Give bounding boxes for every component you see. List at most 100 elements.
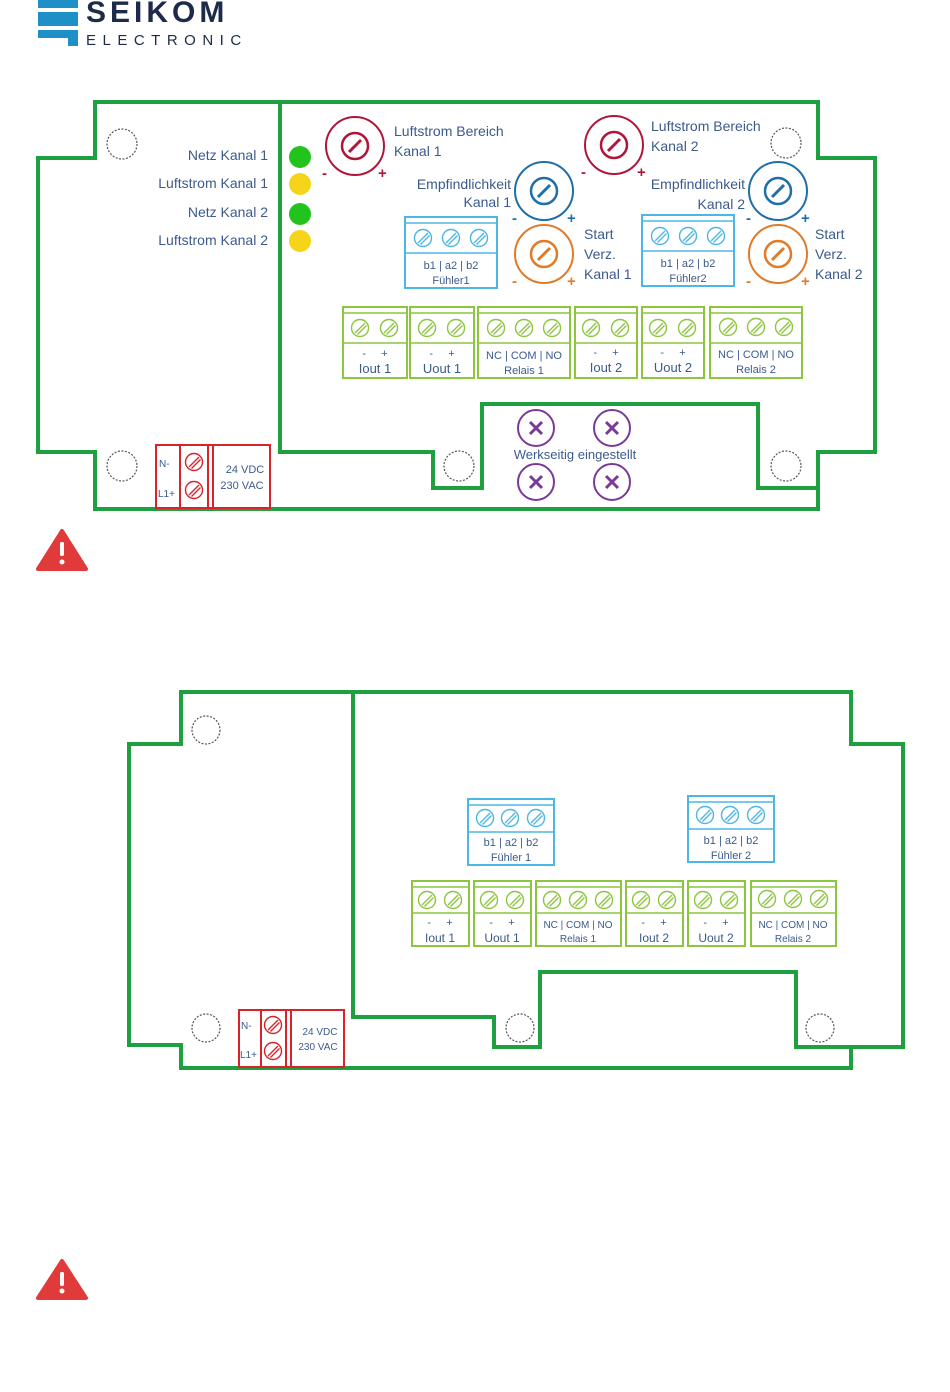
- terminal-screw: [581, 318, 601, 338]
- terminal-name-label: Relais 2: [775, 934, 812, 945]
- pot-label: Luftstrom Bereich: [394, 123, 504, 139]
- terminal-pins-label: NC | COM | NO: [543, 920, 612, 931]
- terminal-name-label: Uout 2: [654, 360, 692, 375]
- terminal-name-label: Iout 2: [590, 360, 623, 375]
- terminal-screw: [757, 889, 777, 909]
- terminal-screw: [719, 890, 739, 910]
- pot-minus-label: -: [512, 210, 517, 227]
- terminal-relais-2: NC | COM | NO Relais 2: [750, 880, 837, 947]
- pot-minus-label: -: [512, 273, 517, 290]
- led-list: Netz Kanal 1 Luftstrom Kanal 1 Netz Kana…: [158, 146, 311, 252]
- terminal-name-label: Relais 1: [504, 365, 544, 377]
- terminal-screw: [542, 318, 562, 338]
- pot-luftstrom-kanal-2: - + Luftstrom Bereich Kanal 2: [581, 115, 761, 181]
- terminal-screw: [809, 889, 829, 909]
- sensor-name-label: Fühler2: [669, 273, 706, 285]
- sensor-name-label: Fühler 1: [491, 852, 531, 864]
- terminal-screw: [746, 317, 766, 337]
- terminal-screw: [350, 318, 370, 338]
- sensor-block-fuehler-1: b1 | a2 | b2 Fühler1: [404, 216, 498, 289]
- terminal-uout-2: - + Uout 2: [641, 306, 705, 379]
- terminal-screw: [677, 318, 697, 338]
- warning-icon: [36, 1259, 88, 1300]
- terminal-uout-1: - + Uout 1: [409, 306, 475, 379]
- board-outline: [127, 690, 905, 1070]
- terminal-screw: [417, 890, 437, 910]
- terminal-screw: [720, 805, 740, 825]
- terminal-pins-label: NC | COM | NO: [718, 349, 794, 361]
- terminal-screw: [783, 889, 803, 909]
- factory-set-screws: Werkseitig eingestellt: [514, 409, 637, 501]
- seikom-logo: SEIKOM ELECTRONIC: [38, 0, 241, 49]
- power-n-label: N-: [159, 459, 170, 470]
- led-luftstrom-kanal-1: [289, 173, 311, 195]
- pot-plus-label: +: [567, 273, 576, 290]
- terminal-screw: [441, 228, 461, 248]
- sensor-block-fuehler-1: b1 | a2 | b2 Fühler 1: [467, 798, 555, 866]
- terminal-screw: [648, 318, 668, 338]
- terminal-iout-1: - + Iout 1: [411, 880, 470, 947]
- terminal-name-label: Relais 2: [736, 364, 776, 376]
- pot-label: Kanal 2: [698, 196, 746, 212]
- terminal-screw: [500, 808, 520, 828]
- factory-screw: [517, 409, 555, 447]
- led-label: Netz Kanal 1: [188, 147, 268, 163]
- terminal-screw: [184, 480, 204, 500]
- terminal-uout-1: - + Uout 1: [473, 880, 532, 947]
- sensor-block-fuehler-2: b1 | a2 | b2 Fühler 2: [687, 795, 775, 863]
- terminal-name-label: Uout 1: [484, 931, 520, 945]
- logo-brand-top: SEIKOM: [86, 0, 228, 29]
- power-voltage-label: 24 VDC: [226, 464, 265, 476]
- terminal-iout-1: - + Iout 1: [342, 306, 408, 379]
- terminal-pins-label: - +: [489, 917, 514, 929]
- board-outline: [36, 100, 877, 511]
- terminal-iout-2: - + Iout 2: [625, 880, 684, 947]
- terminal-screw: [526, 808, 546, 828]
- pot-empfindlichkeit-kanal-2: - + Empfindlichkeit Kanal 2: [651, 161, 810, 227]
- power-voltage-label: 24 VDC: [302, 1027, 337, 1038]
- power-voltage-label: 230 VAC: [220, 480, 263, 492]
- board-inner-panel: [278, 104, 816, 490]
- terminal-screw: [475, 808, 495, 828]
- terminal-screw: [706, 226, 726, 246]
- terminal-screw: [505, 890, 525, 910]
- terminal-screw: [443, 890, 463, 910]
- mounting-hole: [770, 127, 802, 159]
- terminal-screw: [413, 228, 433, 248]
- pot-label: Verz.: [584, 246, 616, 262]
- led-label: Netz Kanal 2: [188, 204, 268, 220]
- pot-label: Verz.: [815, 246, 847, 262]
- pot-plus-label: +: [801, 210, 810, 227]
- terminal-pins-label: - +: [429, 348, 454, 360]
- power-l-label: L1+: [240, 1050, 257, 1061]
- terminal-screw: [184, 452, 204, 472]
- terminal-screw: [263, 1015, 283, 1035]
- sensor-name-label: Fühler 2: [711, 850, 751, 862]
- led-label: Luftstrom Kanal 2: [158, 232, 268, 248]
- terminal-screw: [693, 890, 713, 910]
- power-n-label: N-: [241, 1021, 252, 1032]
- terminal-screw: [774, 317, 794, 337]
- pot-label: Kanal 2: [815, 266, 863, 282]
- factory-screw: [517, 463, 555, 501]
- pot-label: Kanal 2: [651, 138, 699, 154]
- terminal-name-label: Iout 1: [425, 931, 455, 945]
- terminal-pins-label: - +: [427, 917, 452, 929]
- terminal-screw: [594, 890, 614, 910]
- pot-label: Kanal 1: [394, 143, 442, 159]
- mounting-hole: [191, 1013, 221, 1043]
- pot-minus-label: -: [746, 210, 751, 227]
- factory-screw: [593, 463, 631, 501]
- terminal-relais-2: NC | COM | NO Relais 2: [709, 306, 803, 379]
- pot-minus-label: -: [581, 164, 586, 181]
- terminal-pins-label: - +: [641, 917, 666, 929]
- pot-minus-label: -: [322, 165, 327, 182]
- factory-screw: [593, 409, 631, 447]
- sensor-pins-label: b1 | a2 | b2: [704, 835, 759, 847]
- terminal-pins-label: NC | COM | NO: [486, 350, 562, 362]
- terminal-screw: [650, 226, 670, 246]
- pot-label: Empfindlichkeit: [651, 176, 745, 192]
- factory-set-label: Werkseitig eingestellt: [514, 447, 637, 462]
- mounting-hole: [805, 1013, 835, 1043]
